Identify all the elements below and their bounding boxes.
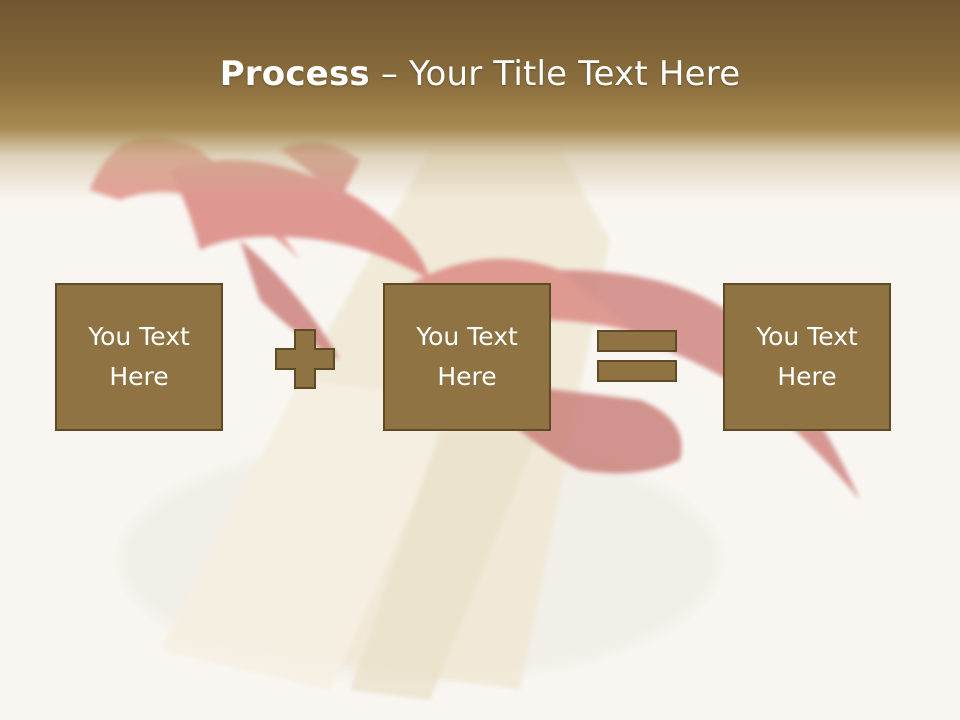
process-box-3[interactable]: You Text Here <box>723 283 891 431</box>
plus-icon <box>275 329 335 389</box>
page-title: Process – Your Title Text Here <box>0 52 960 96</box>
process-box-1-text: You Text Here <box>88 322 190 391</box>
title-bold: Process <box>219 54 370 94</box>
equals-icon <box>597 330 677 382</box>
title-rest: – Your Title Text Here <box>369 54 741 94</box>
process-box-3-text: You Text Here <box>756 322 858 391</box>
process-box-2[interactable]: You Text Here <box>383 283 551 431</box>
title-bar <box>0 0 960 200</box>
process-box-2-text: You Text Here <box>416 322 518 391</box>
process-box-1[interactable]: You Text Here <box>55 283 223 431</box>
